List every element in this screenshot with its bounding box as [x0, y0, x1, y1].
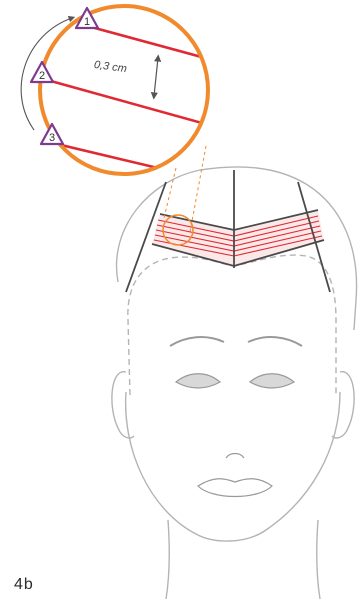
- left-ear: [112, 372, 134, 438]
- neck-left: [166, 520, 169, 599]
- magnified-view: 0,3 cm: [40, 6, 220, 178]
- left-eye: [176, 374, 220, 388]
- mouth: [198, 479, 272, 497]
- zoom-leader-right: [190, 146, 206, 232]
- face-left-contour: [126, 392, 340, 541]
- hairline-dashed: [128, 255, 336, 395]
- marker-number: 2: [39, 70, 45, 82]
- figure-label: 4b: [14, 576, 34, 594]
- right-eye: [250, 374, 294, 388]
- frontal-section: [126, 170, 330, 292]
- marker-number: 1: [84, 16, 90, 28]
- left-eyebrow: [170, 337, 224, 346]
- nose: [226, 454, 244, 459]
- right-eyebrow: [248, 337, 302, 346]
- marker-number: 3: [49, 132, 55, 144]
- neck-right: [317, 520, 320, 599]
- zoom-leader-left: [164, 168, 176, 218]
- facial-features: [170, 337, 302, 496]
